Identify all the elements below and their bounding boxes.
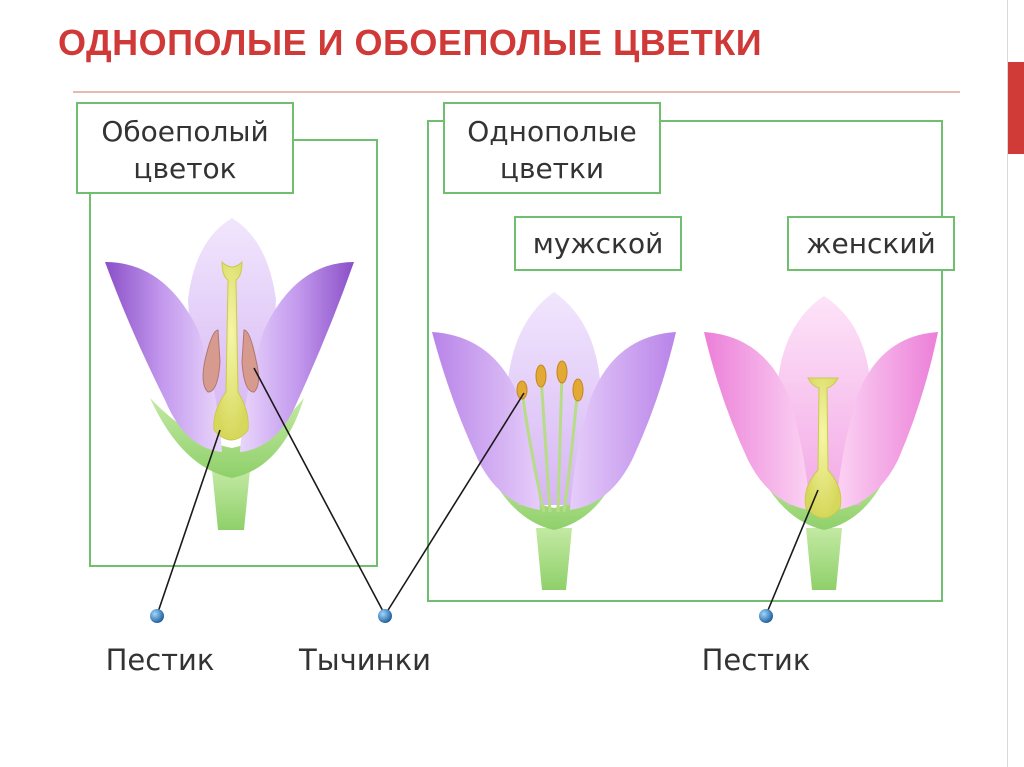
bisexual-flower [105, 218, 354, 530]
pistil-left-label: Пестик [106, 643, 215, 677]
slide-edge-line [1007, 0, 1008, 767]
male-label-box: мужской [514, 216, 682, 271]
unisexual-label-line1: Однополые [467, 115, 637, 148]
stamens-label: Тычинки [298, 643, 431, 677]
female-label: женский [806, 227, 935, 260]
slide-title: ОДНОПОЛЫЕ И ОБОЕПОЛЫЕ ЦВЕТКИ [58, 22, 763, 63]
unisexual-label-line2: цветки [500, 152, 604, 185]
unisexual-label-box: Однополые цветки [443, 102, 661, 194]
female-flower [704, 296, 938, 590]
accent-bar [1008, 62, 1024, 154]
female-label-box: женский [787, 216, 955, 271]
pistil-right-marker [759, 609, 773, 623]
bisexual-label-box: Обоеполый цветок [76, 102, 294, 194]
bisexual-label-line2: цветок [133, 152, 236, 185]
pistil-left-marker [150, 609, 164, 623]
unisexual-frame [427, 120, 943, 602]
title-divider [73, 91, 960, 93]
bisexual-frame [89, 139, 378, 567]
stamens-marker [378, 609, 392, 623]
bisexual-label-line1: Обоеполый [101, 115, 268, 148]
callout-lines [156, 367, 819, 616]
male-flower [432, 292, 676, 590]
pistil-right-label: Пестик [702, 643, 811, 677]
male-label: мужской [533, 227, 664, 260]
